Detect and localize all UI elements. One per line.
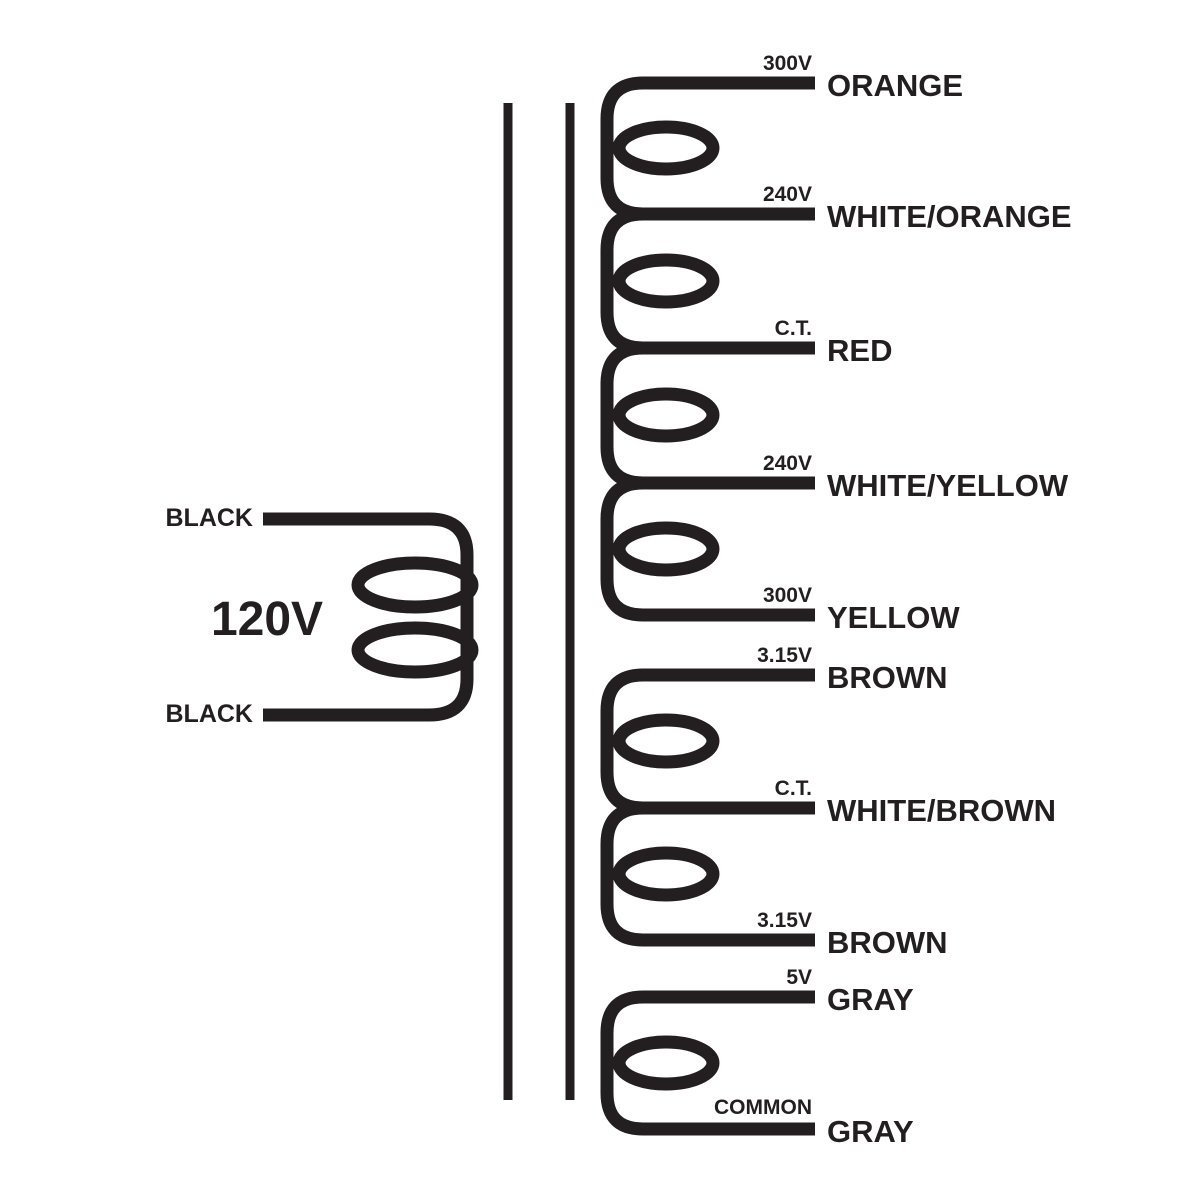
tap-voltage-label: 240V [763, 183, 812, 206]
wire-color-label: WHITE/ORANGE [827, 199, 1072, 234]
wire-color-label: GRAY [827, 982, 914, 1017]
secondary-coil-path-2 [600, 668, 815, 947]
wire-color-label: WHITE/YELLOW [827, 468, 1069, 503]
coil-loop-ellipse [612, 120, 720, 176]
primary-coil-loop-ellipse [351, 621, 479, 679]
wire-color-label: RED [827, 333, 892, 368]
coil-loop-ellipse [612, 253, 720, 309]
tap-voltage-label: 240V [763, 452, 812, 475]
wire-color-label: YELLOW [827, 600, 960, 635]
wire-color-label: BROWN [827, 660, 948, 695]
tap-voltage-label: C.T. [775, 317, 812, 340]
tap-voltage-label: 3.15V [757, 644, 812, 667]
wire-color-label: BROWN [827, 925, 948, 960]
coil-loop-ellipse [612, 713, 720, 769]
primary-lead-label-top: BLACK [166, 504, 254, 532]
secondary-winding-3: 5V GRAY COMMON GRAY [600, 966, 914, 1149]
tap-voltage-label: 300V [763, 584, 812, 607]
primary-coil-loop-ellipse [351, 556, 479, 614]
tap-voltage-label: C.T. [775, 777, 812, 800]
wire-color-label: ORANGE [827, 68, 963, 103]
secondary-winding-1: 300V ORANGE 240V WHITE/ORANGE C.T. RED 2… [600, 52, 1072, 635]
transformer-core [503, 103, 575, 1100]
primary-coil-path [263, 512, 474, 722]
coil-loop-ellipse [612, 846, 720, 902]
coil-loop-ellipse [612, 1035, 720, 1091]
tap-voltage-label: 300V [763, 52, 812, 75]
coil-loop-ellipse [612, 387, 720, 443]
primary-lead-label-bottom: BLACK [166, 700, 254, 728]
wire-color-label: WHITE/BROWN [827, 793, 1056, 828]
wire-color-label: GRAY [827, 1114, 914, 1149]
tap-voltage-label: 5V [786, 966, 812, 989]
primary-winding: BLACK BLACK 120V [166, 504, 479, 728]
tap-voltage-label: COMMON [714, 1096, 812, 1119]
tap-voltage-label: 3.15V [757, 909, 812, 932]
primary-voltage-label: 120V [211, 593, 323, 646]
secondary-coil-path-1 [600, 76, 815, 622]
secondary-winding-2: 3.15V BROWN C.T. WHITE/BROWN 3.15V BROWN [600, 644, 1056, 960]
secondary-coil-path-3 [600, 990, 815, 1136]
coil-loop-ellipse [612, 521, 720, 577]
